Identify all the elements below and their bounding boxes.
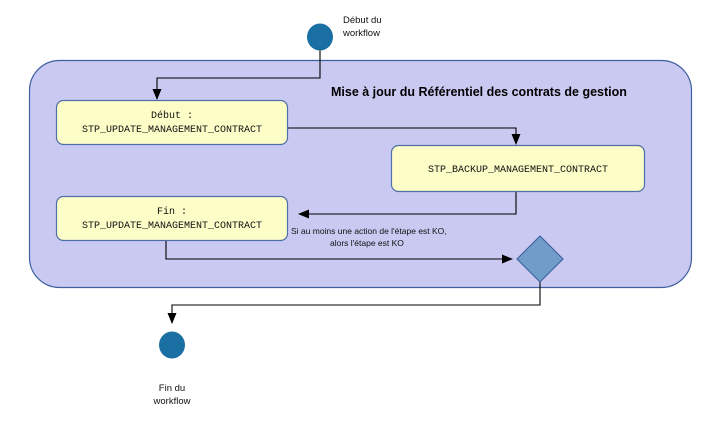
edge-backup-to-end (298, 192, 517, 219)
initial-node[interactable] (307, 23, 333, 51)
initial-node-label-line1: Début du (343, 15, 382, 26)
activity-fin-line2: STP_UPDATE_MANAGEMENT_CONTRACT (82, 221, 262, 232)
frame-title: Mise à jour du Référentiel des contrats … (331, 85, 627, 99)
edge-decision-to-final (167, 281, 541, 324)
initial-node-label-line2: workflow (342, 28, 380, 39)
activity-debut-line2: STP_UPDATE_MANAGEMENT_CONTRACT (82, 125, 262, 136)
edge-end-to-decision (165, 240, 513, 264)
activity-debut-stp-update[interactable]: Début : STP_UPDATE_MANAGEMENT_CONTRACT (55, 99, 289, 146)
activity-debut-box[interactable] (55, 99, 289, 146)
final-node[interactable] (159, 331, 185, 359)
activity-fin-box[interactable] (55, 195, 289, 242)
final-node-label-line2: workflow (153, 396, 191, 407)
activity-backup-box[interactable] (390, 144, 646, 193)
guard-label-line1: Si au moins une action de l'étape est KO… (291, 226, 447, 236)
edge-start-to-backup (287, 127, 521, 145)
activity-debut-line1: Début : (151, 110, 193, 122)
guard-label-line2: alors l'étape est KO (330, 238, 404, 248)
decision-node[interactable] (516, 235, 564, 283)
activity-fin-line1: Fin : (157, 206, 187, 218)
activity-stp-backup[interactable]: STP_BACKUP_MANAGEMENT_CONTRACT (390, 144, 646, 193)
activity-backup-line1: STP_BACKUP_MANAGEMENT_CONTRACT (428, 165, 608, 176)
activity-fin-stp-update[interactable]: Fin : STP_UPDATE_MANAGEMENT_CONTRACT (55, 195, 289, 242)
edge-initial-to-start (152, 48, 321, 100)
final-node-label-line1: Fin du (159, 383, 185, 394)
